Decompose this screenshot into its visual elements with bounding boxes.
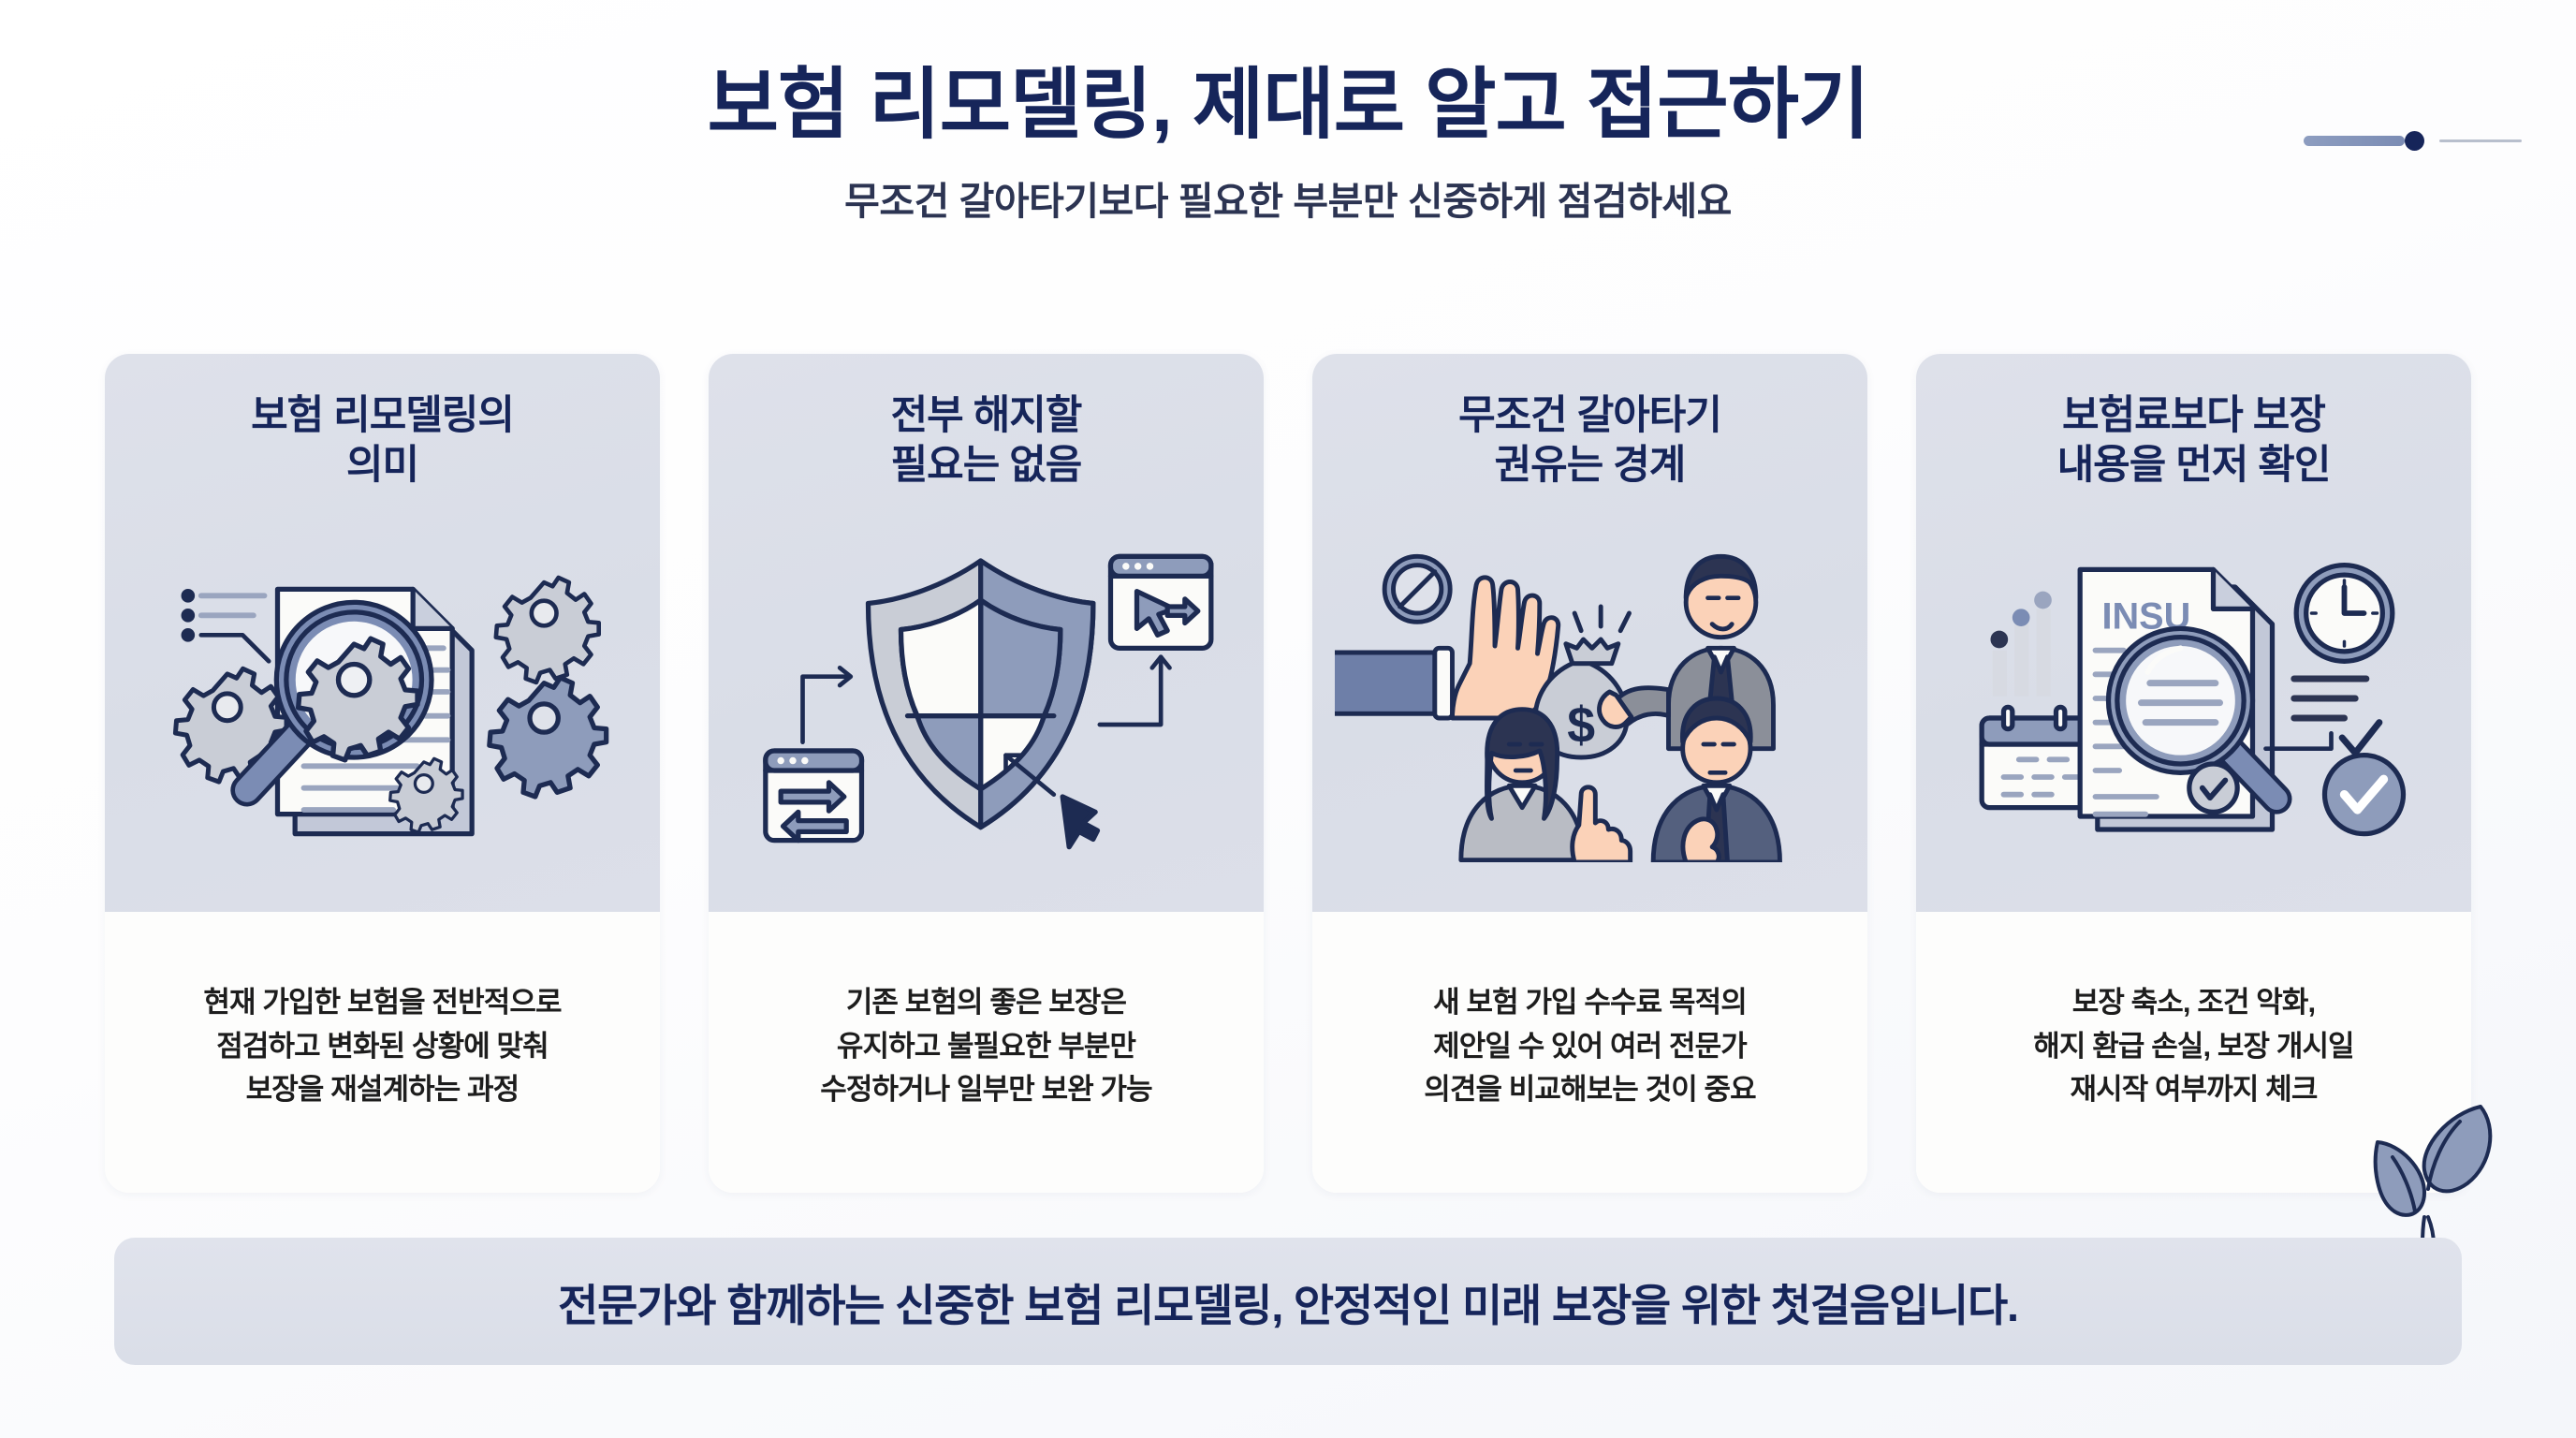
progress-bar-fill-icon bbox=[2304, 136, 2405, 146]
progress-bar-track-icon bbox=[2439, 139, 2522, 142]
document-magnifier-gears-icon bbox=[127, 492, 637, 912]
card-top-section: 무조건 갈아타기 권유는 경계 bbox=[1312, 354, 1867, 912]
card-title: 보험 리모델링의 의미 bbox=[251, 393, 515, 489]
card-title: 보험료보다 보장 내용을 먼저 확인 bbox=[2056, 393, 2332, 489]
card-no-need-full-cancel[interactable]: 전부 해지할 필요는 없음 bbox=[709, 354, 1264, 1193]
card-title: 전부 해지할 필요는 없음 bbox=[890, 393, 1083, 489]
card-description: 기존 보험의 좋은 보장은 유지하고 불필요한 부분만 수정하거나 일부만 보완… bbox=[820, 986, 1152, 1107]
page-subtitle: 무조건 갈아타기보다 필요한 부분만 신중하게 점검하세요 bbox=[844, 179, 1732, 223]
card-body-section: 새 보험 가입 수수료 목적의 제안일 수 있어 여러 전문가 의견을 비교해보… bbox=[1312, 912, 1867, 1193]
card-description: 새 보험 가입 수수료 목적의 제안일 수 있어 여러 전문가 의견을 비교해보… bbox=[1424, 986, 1756, 1107]
card-beware-switch-recommendation[interactable]: 무조건 갈아타기 권유는 경계 bbox=[1312, 354, 1867, 1193]
card-top-section: 보험료보다 보장 내용을 먼저 확인 bbox=[1916, 354, 2471, 912]
card-description: 현재 가입한 보험을 전반적으로 점검하고 변화된 상황에 맞춰 보장을 재설계… bbox=[203, 986, 562, 1107]
card-title: 무조건 갈아타기 권유는 경계 bbox=[1458, 393, 1722, 489]
page-title: 보험 리모델링, 제대로 알고 접근하기 bbox=[707, 61, 1870, 148]
card-top-section: 전부 해지할 필요는 없음 bbox=[709, 354, 1264, 912]
card-body-section: 보장 축소, 조건 악화, 해지 환급 손실, 보장 개시일 재시작 여부까지 … bbox=[1916, 912, 2471, 1193]
card-description: 보장 축소, 조건 악화, 해지 환급 손실, 보장 개시일 재시작 여부까지 … bbox=[2033, 986, 2354, 1107]
progress-bar-decoration bbox=[2304, 131, 2522, 151]
shield-swap-windows-icon bbox=[731, 492, 1241, 912]
stop-hand-salesman-moneybag-icon: $ bbox=[1335, 492, 1845, 912]
svg-text:$: $ bbox=[1567, 697, 1595, 754]
card-check-coverage-before-premium[interactable]: 보험료보다 보장 내용을 먼저 확인 bbox=[1916, 354, 2471, 1193]
footer-message: 전문가와 함께하는 신중한 보험 리모델링, 안정적인 미래 보장을 위한 첫걸… bbox=[558, 1280, 2019, 1330]
card-body-section: 현재 가입한 보험을 전반적으로 점검하고 변화된 상황에 맞춰 보장을 재설계… bbox=[105, 912, 660, 1193]
card-body-section: 기존 보험의 좋은 보장은 유지하고 불필요한 부분만 수정하거나 일부만 보완… bbox=[709, 912, 1264, 1193]
footer-banner: 전문가와 함께하는 신중한 보험 리모델링, 안정적인 미래 보장을 위한 첫걸… bbox=[114, 1238, 2462, 1365]
insurance-document-check-clock-icon: INSU bbox=[1939, 492, 2449, 912]
card-insurance-remodeling-meaning[interactable]: 보험 리모델링의 의미 bbox=[105, 354, 660, 1193]
progress-bar-dot-icon bbox=[2405, 131, 2424, 151]
page-header: 보험 리모델링, 제대로 알고 접근하기 무조건 갈아타기보다 필요한 부분만 … bbox=[0, 0, 2576, 226]
card-grid: 보험 리모델링의 의미 bbox=[105, 354, 2471, 1193]
card-top-section: 보험 리모델링의 의미 bbox=[105, 354, 660, 912]
